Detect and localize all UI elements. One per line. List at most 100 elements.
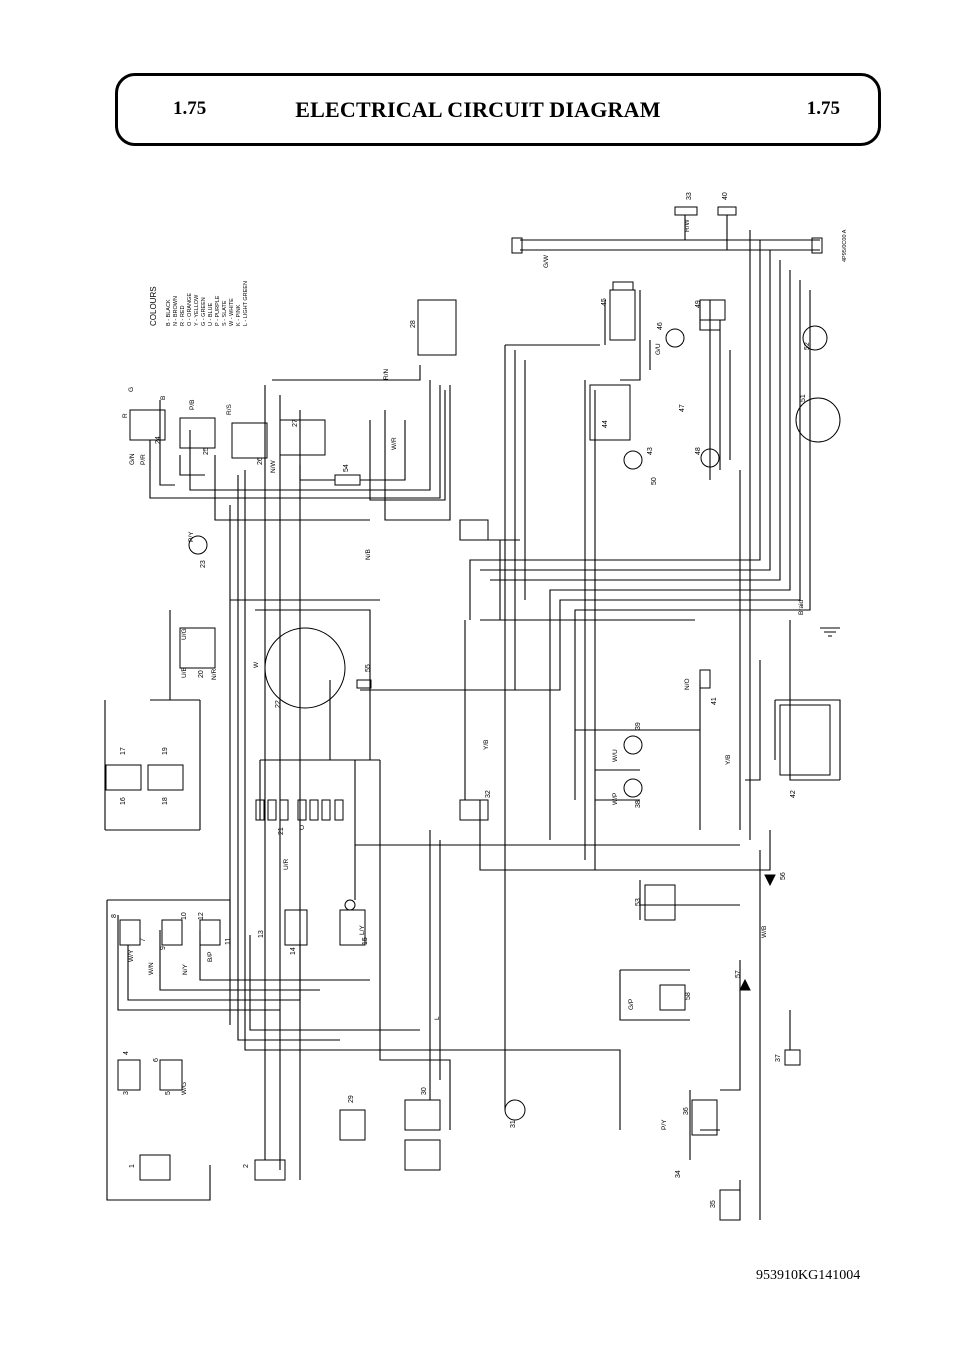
wire-label: P/R <box>140 454 147 465</box>
wire-label: Y/B <box>483 740 490 750</box>
component-label: 50 <box>651 477 658 485</box>
component-label: 22 <box>275 700 282 708</box>
component-label: 36 <box>683 1107 690 1115</box>
wire-label: U/G <box>181 628 188 640</box>
component-label: 4 <box>123 1051 130 1055</box>
component-label: 3 <box>123 1091 130 1095</box>
wire-label: U/R <box>283 859 290 871</box>
component-label: 29 <box>348 1095 355 1103</box>
component-label: 56 <box>780 872 787 880</box>
component-label: 37 <box>775 1054 782 1062</box>
component-label: 58 <box>685 992 692 1000</box>
wire-label: R <box>122 413 129 418</box>
wire-label: P/Y <box>188 531 195 542</box>
component-label: 21 <box>278 827 285 835</box>
wire-label: R/N <box>383 369 390 381</box>
wire-label: P/Y <box>661 1119 668 1130</box>
component-label: 32 <box>485 790 492 798</box>
component-label: 19 <box>162 747 169 755</box>
wire-label: N/R <box>211 669 218 681</box>
wire-label: W/G <box>181 1082 188 1095</box>
component-label: 48 <box>695 447 702 455</box>
legend-item: L - LIGHT GREEN <box>243 281 249 326</box>
wire-label: N/O <box>684 678 691 690</box>
wire-label: O <box>299 825 306 830</box>
earth-symbol <box>820 627 840 637</box>
component-label: 51 <box>800 394 807 402</box>
component-label: 9 <box>160 946 167 950</box>
component-label: 24 <box>155 436 162 444</box>
wire-label: R/W <box>684 219 691 233</box>
wire-label: W <box>253 661 260 668</box>
page-title: ELECTRICAL CIRCUIT DIAGRAM <box>295 97 661 122</box>
section-number-left: 1.75 <box>173 98 207 119</box>
component-label: 11 <box>225 938 232 945</box>
wire-label: L/Y <box>359 925 366 935</box>
component-label: 27 <box>292 419 299 427</box>
wire-label: G/P <box>628 999 635 1010</box>
legend-item: Y - YELLOW <box>194 294 200 326</box>
wire-label: U/B <box>181 667 188 678</box>
component-label: 39 <box>635 722 642 730</box>
component-label: 18 <box>162 797 169 805</box>
wire-label: N/B <box>365 549 372 560</box>
wire-label: W/U <box>612 749 619 762</box>
legend-item: G - GREEN <box>201 297 207 326</box>
component-label: 34 <box>675 1170 682 1178</box>
component-label: 46 <box>657 322 664 330</box>
component-label: 10 <box>181 912 188 920</box>
wire-label: R/S <box>226 404 233 416</box>
component-label: 35 <box>710 1200 717 1208</box>
component-label: 15 <box>362 937 369 945</box>
component-label: 44 <box>602 420 609 428</box>
wire-label: N/W <box>270 460 277 474</box>
wire-label: G/U <box>655 343 662 355</box>
component-label: 14 <box>290 947 297 955</box>
wire-label: G/W <box>543 254 550 268</box>
component-labels: 1 2 3 4 5 6 7 8 9 10 11 12 13 14 15 16 1… <box>111 192 811 1208</box>
wire-label: Braid <box>798 599 805 615</box>
component-label: 16 <box>120 797 127 805</box>
drawing-code: 4P95/0C00 A <box>842 229 848 262</box>
wire-label: W/R <box>391 437 398 450</box>
document-reference: 953910KG141004 <box>756 1268 861 1283</box>
component-label: 2 <box>243 1164 250 1168</box>
component-label: 5 <box>165 1091 172 1095</box>
component-label: 6 <box>153 1058 160 1062</box>
component-label: 55 <box>365 664 372 672</box>
component-label: 7 <box>140 938 147 942</box>
component-label: 45 <box>601 298 608 306</box>
component-label: 41 <box>711 697 718 705</box>
header-box: 1.75 ELECTRICAL CIRCUIT DIAGRAM 1.75 <box>115 73 881 146</box>
wire-label: N/Y <box>182 964 189 976</box>
component-label: 20 <box>198 670 205 678</box>
legend-item: P - PURPLE <box>215 295 221 326</box>
component-label: 49 <box>695 300 702 308</box>
legend-item: R - RED <box>180 306 186 327</box>
component-label: 54 <box>343 464 350 472</box>
components <box>105 206 841 1221</box>
legend-item: S - SLATE <box>222 300 228 326</box>
component-label: 26 <box>257 457 264 465</box>
colours-legend: COLOURS B - BLACK N - BROWN R - RED O - … <box>149 281 249 326</box>
component-label: 25 <box>203 447 210 455</box>
legend-item: N - BROWN <box>173 296 179 326</box>
component-label: 13 <box>258 930 265 938</box>
section-number-right: 1.75 <box>806 98 840 119</box>
component-label: 31 <box>510 1120 517 1128</box>
wire-label: L <box>434 1016 441 1020</box>
component-label: 53 <box>635 898 642 906</box>
component-label: 47 <box>679 404 686 412</box>
legend-item: U - BLUE <box>208 302 214 326</box>
wire-label: B/P <box>207 952 214 962</box>
component-label: 28 <box>410 320 417 328</box>
legend-item: O - ORANGE <box>187 293 193 326</box>
component-label: 1 <box>129 1164 136 1168</box>
wire-label: W/N <box>148 962 155 975</box>
component-label: 38 <box>635 800 642 808</box>
component-label: 42 <box>790 790 797 798</box>
wire-label: W/P <box>612 793 619 805</box>
component-label: 57 <box>735 970 742 978</box>
wire-label: P/B <box>189 400 196 410</box>
